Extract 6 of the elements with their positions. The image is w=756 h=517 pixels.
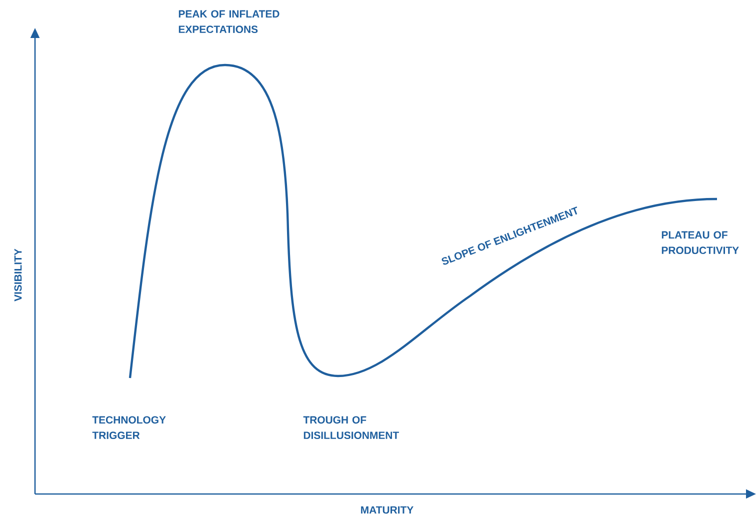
stage-label: VISIBILITY [14, 248, 22, 302]
stage-label: PLATEAU OF PRODUCTIVITY [662, 231, 739, 254]
stage-label: PEAK OF INFLATED EXPECTATIONS [178, 10, 280, 34]
stage-label: MATURITY [361, 506, 414, 514]
stage-label: TECHNOLOGY TRIGGER [92, 416, 166, 440]
stage-label: TROUGH OF DISILLUSIONMENT [303, 416, 399, 440]
